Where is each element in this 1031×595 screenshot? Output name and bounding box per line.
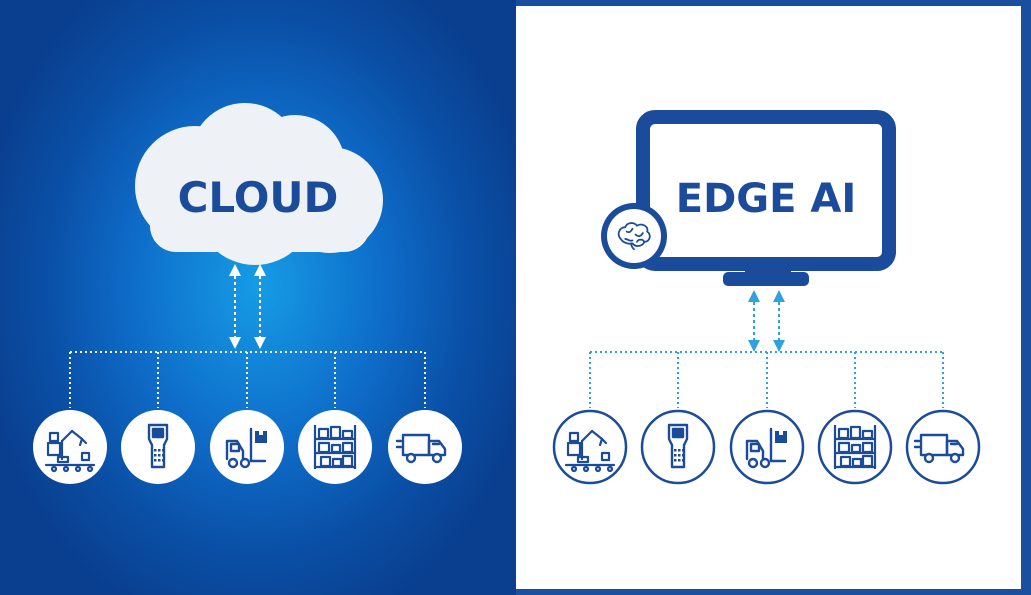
edge-device-shelving <box>817 409 893 485</box>
cloud-label: CLOUD <box>178 173 339 222</box>
edge-device-forklift <box>729 409 805 485</box>
edge-sync-arrows <box>748 290 785 352</box>
edge-device-connectors <box>589 351 944 408</box>
cloud-shape <box>135 103 383 265</box>
cloud-device-truck <box>388 410 462 484</box>
edge-ai-panel <box>516 6 1021 589</box>
cloud-devices <box>33 410 462 484</box>
cloud-device-shelving <box>298 410 372 484</box>
edge-monitor <box>636 110 896 286</box>
cloud-device-forklift <box>210 410 284 484</box>
edge-device-truck <box>905 409 981 485</box>
edge-ai-label: EDGE AI <box>676 176 856 222</box>
edge-device-robotic-arm <box>552 409 628 485</box>
edge-devices <box>552 409 981 485</box>
edge-device-scanner <box>640 409 716 485</box>
cloud-device-robotic-arm <box>33 410 107 484</box>
cloud-device-connectors <box>69 351 426 408</box>
cloud-sync-arrows <box>229 264 266 349</box>
edge-brain-badge <box>601 203 667 269</box>
cloud-device-scanner <box>121 410 195 484</box>
